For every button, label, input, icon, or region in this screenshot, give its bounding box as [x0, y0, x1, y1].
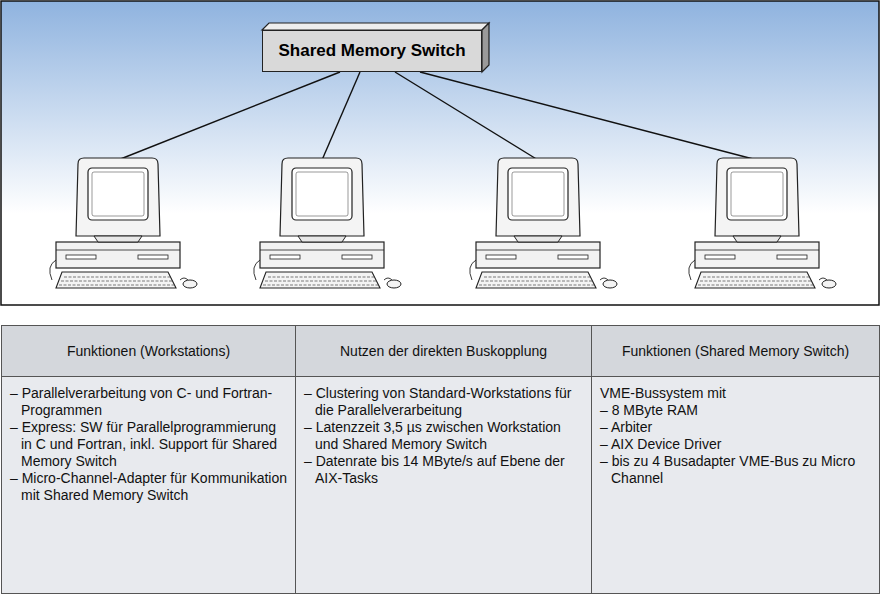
box-label: Shared Memory Switch — [278, 41, 465, 61]
table-header-cell: Funktionen (Shared Memory Switch) — [592, 325, 880, 377]
box-side-face — [482, 23, 489, 72]
table-body-cell: – Clustering von Standard-Workstations f… — [296, 377, 592, 594]
table-header: Funktionen (Workstations) — [10, 343, 287, 360]
switch-box-depth — [262, 23, 489, 72]
workstation — [254, 158, 401, 288]
workstation — [689, 158, 836, 288]
workstation — [50, 158, 197, 288]
table-cell-text: – Arbiter — [600, 419, 871, 436]
table-cell-text: – AIX Device Driver — [600, 436, 871, 453]
feature-table: Funktionen (Workstations) Nutzen der dir… — [1, 325, 880, 594]
table-cell-text: – Express: SW für Parallelprogrammierung… — [10, 419, 287, 470]
table-header-cell: Funktionen (Workstations) — [1, 325, 296, 377]
workstation — [470, 158, 617, 288]
table-body-cell: – Parallelverarbeitung von C- und Fortra… — [1, 377, 296, 594]
table-cell-text: – Latenzzeit 3,5 µs zwischen Workstation… — [304, 419, 583, 453]
table-cell-text: – Datenrate bis 14 MByte/s auf Ebene der… — [304, 453, 583, 487]
table-cell-text: – 8 MByte RAM — [600, 402, 871, 419]
table-header: Nutzen der direkten Buskopplung — [304, 343, 583, 360]
table-body-cell: VME-Bussystem mit– 8 MByte RAM– Arbiter–… — [592, 377, 880, 594]
table-header: Funktionen (Shared Memory Switch) — [600, 343, 871, 360]
switch-box: Shared Memory Switch — [262, 30, 482, 72]
table-cell-text: – Micro-Channel-Adapter für Kommunikatio… — [10, 470, 287, 504]
scene-panel — [1, 1, 879, 305]
table-cell-text: VME-Bussystem mit — [600, 385, 871, 402]
table-cell-text: – Clustering von Standard-Workstations f… — [304, 385, 583, 419]
table-header-cell: Nutzen der direkten Buskopplung — [296, 325, 592, 377]
box-top-face — [262, 23, 489, 30]
table-cell-text: – bis zu 4 Busadapter VME-Bus zu Micro C… — [600, 453, 871, 487]
network-cables — [118, 72, 757, 160]
table-cell-text: – Parallelverarbeitung von C- und Fortra… — [10, 385, 287, 419]
